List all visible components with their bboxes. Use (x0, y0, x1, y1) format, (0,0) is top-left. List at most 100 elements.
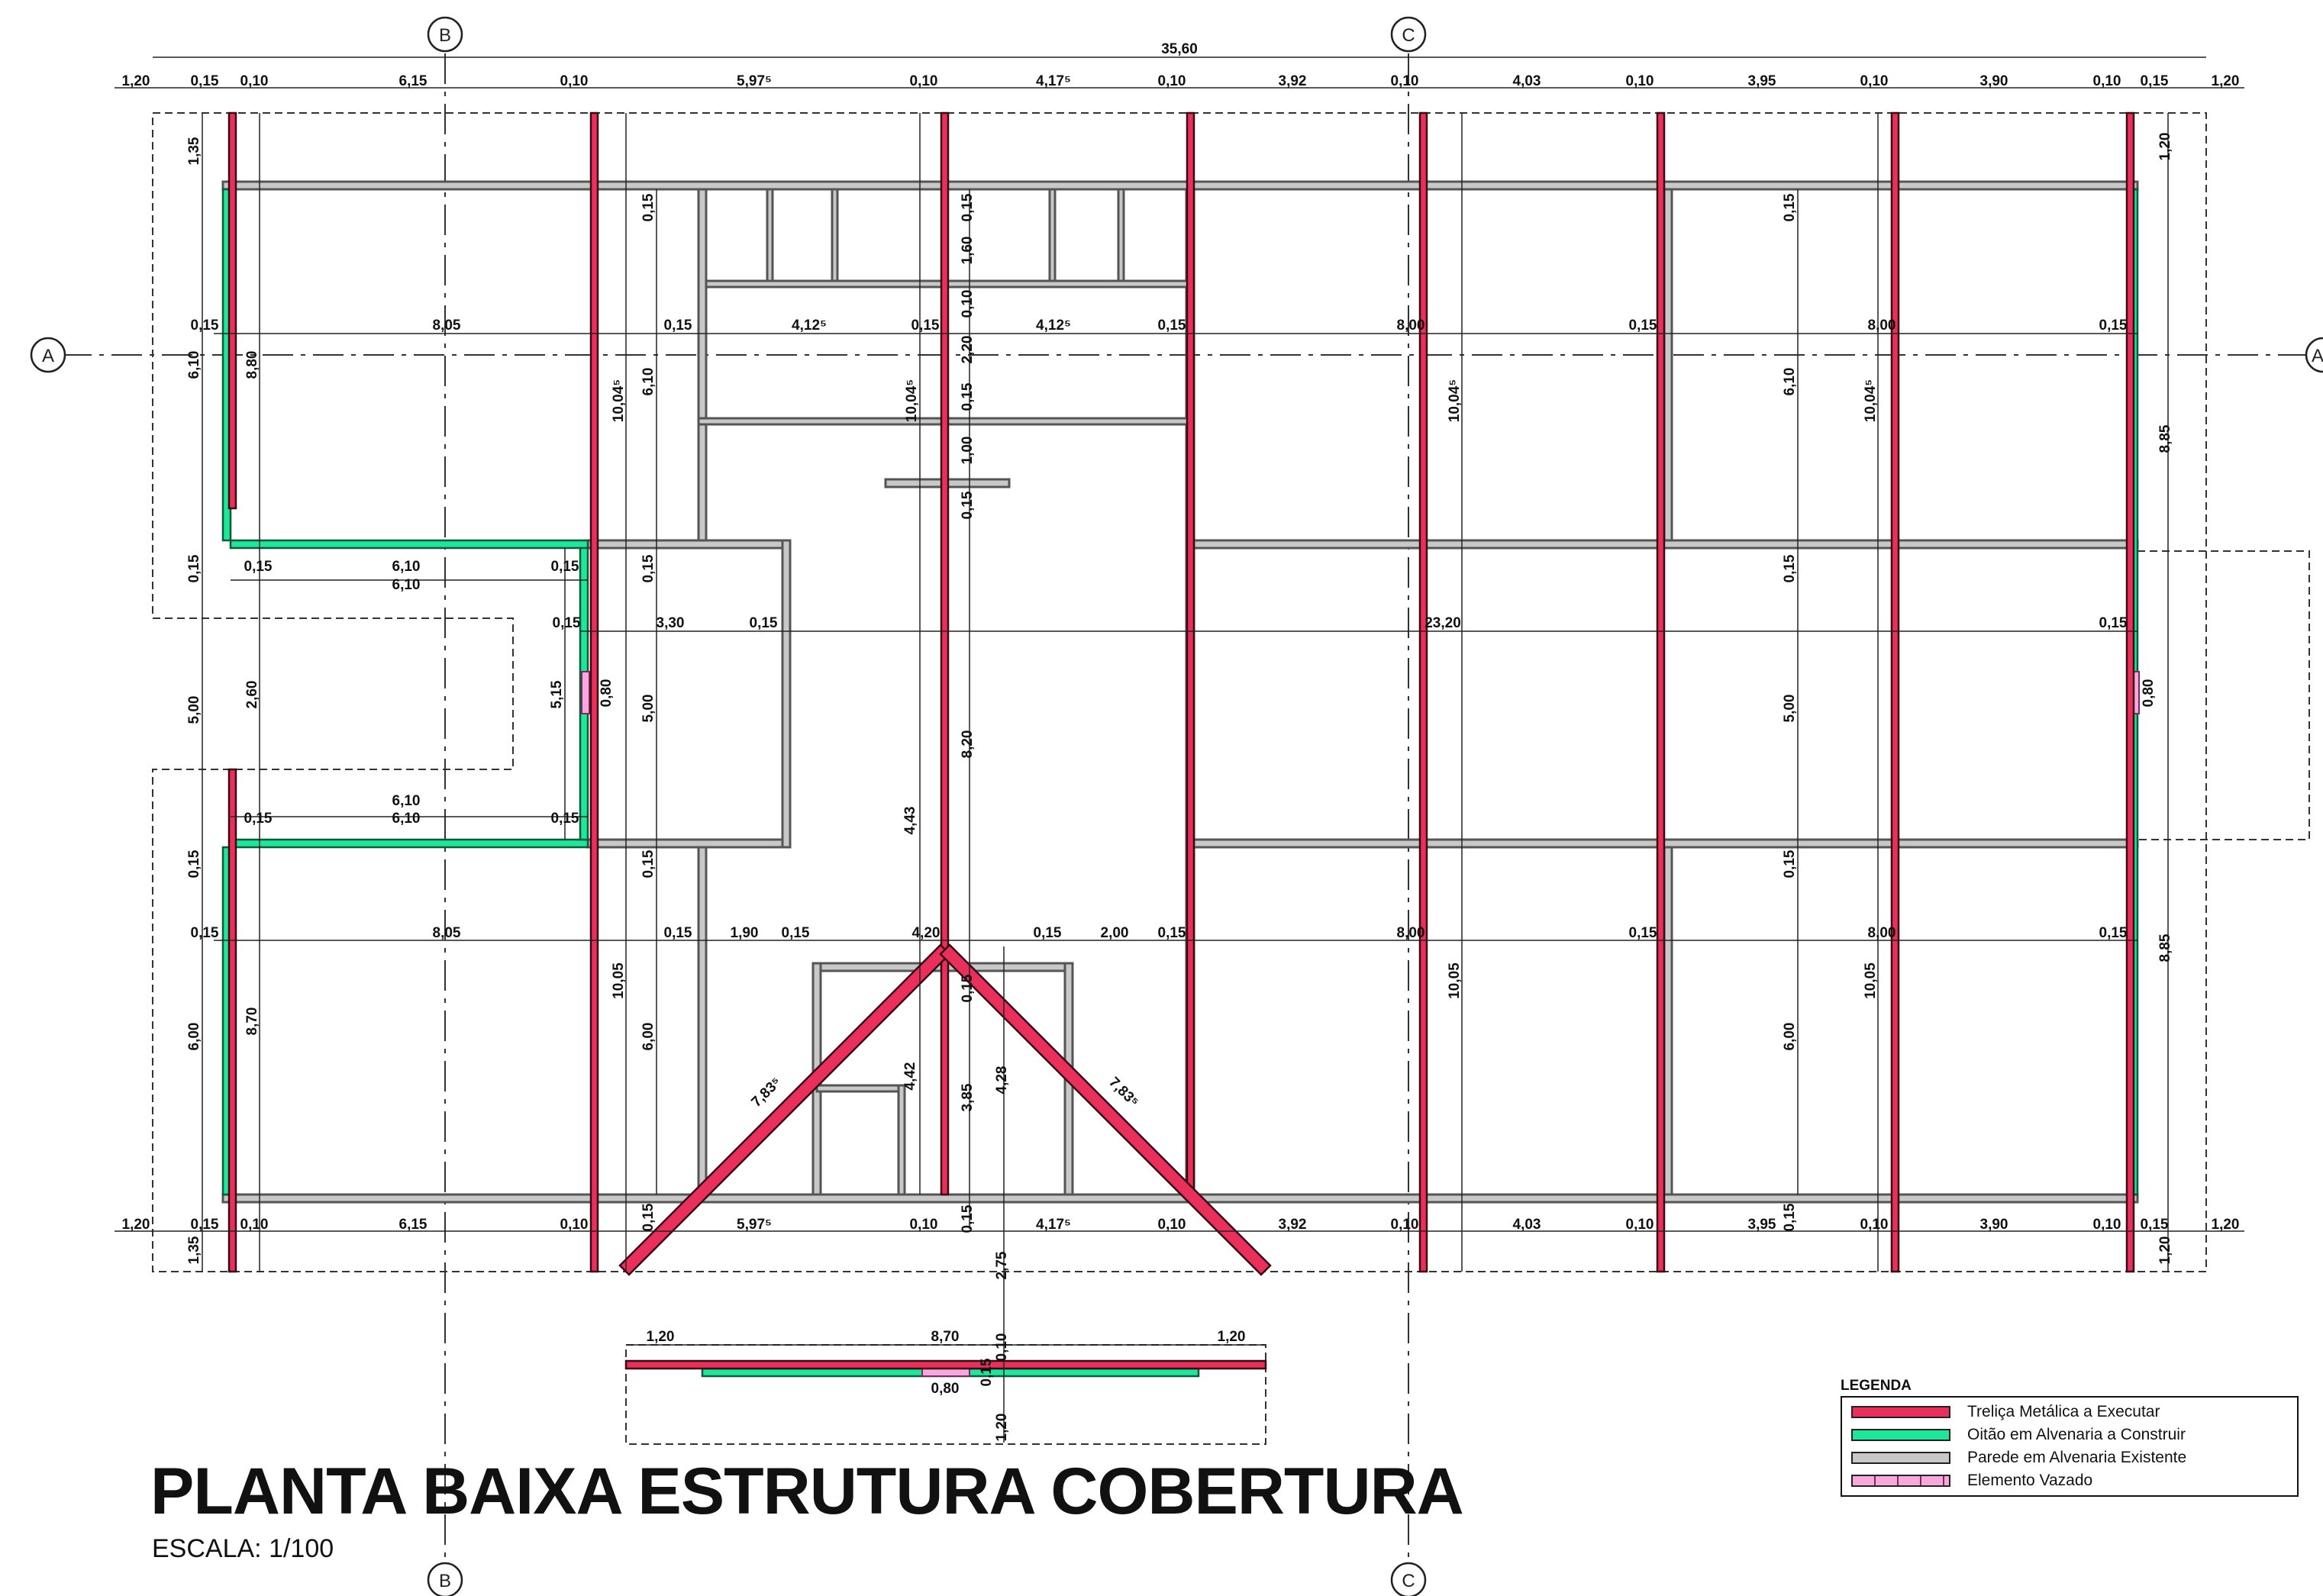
dim-label: 0,15 (960, 491, 976, 519)
grid-label-a-right: A (2312, 346, 2323, 366)
dim-label: 0,15 (640, 193, 657, 221)
grid-label-b-top: B (439, 25, 451, 46)
dim-label: 0,15 (2141, 1217, 2169, 1233)
dim-label: 0,10 (1626, 1217, 1654, 1233)
dim-label: 4,28 (994, 1066, 1010, 1095)
dim-label: 0,15 (186, 850, 202, 878)
dim-label: 3,90 (1980, 73, 2008, 89)
dim-label: 4,17⁵ (1036, 73, 1071, 89)
dim-label: 0,10 (2093, 73, 2121, 89)
dim-label: 10,05 (611, 962, 627, 999)
grid-bubble-a-right: A (2305, 337, 2323, 373)
dim-label: 0,15 (960, 974, 976, 1002)
dim-label: 0,15 (191, 73, 219, 89)
drawing-scale: ESCALA: 1/100 (152, 1534, 334, 1563)
dim-label: 1,20 (122, 73, 150, 89)
dim-label: 4,03 (1513, 73, 1541, 89)
grid-label-c-top: C (1402, 25, 1415, 46)
dim-label: 4,43 (902, 807, 918, 835)
dim-label: 8,00 (1868, 925, 1896, 941)
grid-bubble-a-left: A (30, 337, 66, 373)
dim-upper-row: 0,15 8,05 0,15 4,12⁵ 0,15 4,12⁵ 0,15 8,0… (191, 318, 2128, 334)
dim-label: 10,04⁵ (1863, 379, 1879, 422)
dim-label: 0,15 (1782, 193, 1798, 221)
dim-overall: 35,60 (1161, 41, 1198, 57)
dim-label: 5,00 (640, 695, 657, 723)
dim-label: 3,30 (657, 615, 685, 631)
dim-label: 1,20 (647, 1329, 675, 1345)
dim-label: 0,15 (2141, 73, 2169, 89)
dim-label: 0,15 (664, 318, 692, 334)
dim-label: 0,15 (750, 615, 778, 631)
legend: LEGENDA Treliça Metálica a Executar Oitã… (1841, 1378, 2299, 1497)
dim-label: 1,20 (994, 1414, 1010, 1442)
dim-label: 0,10 (1860, 73, 1889, 89)
dim-label: 8,85 (2157, 424, 2173, 453)
dim-bottom-row: 1,20 0,15 0,10 6,15 0,10 5,97⁵ 0,10 4,17… (122, 1217, 2240, 1233)
dim-label: 5,00 (1782, 695, 1798, 723)
dim-label: 3,92 (1279, 1217, 1307, 1233)
dim-label: 3,95 (1748, 1217, 1776, 1233)
dim-label: 0,15 (551, 559, 579, 575)
dim-label: 2,75 (994, 1251, 1010, 1279)
dim-label: 3,92 (1279, 73, 1307, 89)
dim-label: 5,97⁵ (737, 73, 772, 89)
dim-label: 0,15 (1158, 318, 1186, 334)
legend-item-wall: Parede em Alvenaria Existente (1842, 1446, 2297, 1469)
dim-label: 1,35 (186, 137, 202, 165)
legend-swatch-wall (1851, 1452, 1950, 1464)
dim-label: 1,20 (122, 1217, 150, 1233)
dim-label: 0,15 (1782, 1203, 1798, 1231)
dim-label: 6,10 (1782, 368, 1798, 396)
dim-label: 0,15 (244, 559, 273, 575)
dim-label: 3,90 (1980, 1217, 2008, 1233)
dim-verticals-left: 1,35 6,10 0,15 5,00 0,15 6,00 1,35 (186, 137, 202, 1264)
dim-label: 0,10 (560, 73, 589, 89)
dim-label: 8,00 (1397, 318, 1425, 334)
existing-walls (221, 180, 2139, 1204)
dimension-lines (115, 56, 2244, 1443)
dim-label: 0,10 (2093, 1217, 2121, 1233)
dim-label: 10,05 (1447, 962, 1463, 999)
dim-label: 0,80 (2141, 679, 2157, 708)
grid-bubble-b-top: B (427, 16, 463, 53)
dim-label: 0,15 (244, 811, 273, 827)
dim-label: 0,15 (1782, 554, 1798, 582)
dim-verticals-left2: 8,80 2,60 8,70 (244, 351, 260, 1036)
dim-label: 6,10 (640, 368, 657, 396)
legend-item-gable: Oitão em Alvenaria a Construir (1842, 1424, 2297, 1446)
dim-label: 0,10 (910, 1217, 938, 1233)
dim-label: 6,00 (186, 1023, 202, 1051)
dim-label: 0,15 (2099, 318, 2128, 334)
dim-label: 8,05 (433, 318, 461, 334)
dim-label: 4,12⁵ (792, 318, 827, 334)
dim-label: 0,10 (240, 1217, 269, 1233)
dim-label: 8,20 (960, 730, 976, 759)
dim-label: 6,10 (392, 577, 421, 593)
dim-label: 0,10 (1391, 73, 1419, 89)
dim-label: 10,05 (1863, 962, 1879, 999)
legend-box: Treliça Metálica a Executar Oitão em Alv… (1841, 1396, 2299, 1497)
dim-label: 6,10 (392, 793, 421, 809)
grid-bubble-b-bottom: B (427, 1562, 463, 1596)
dim-label: 0,10 (910, 73, 938, 89)
dim-label: 8,85 (2157, 933, 2173, 962)
dim-label: 5,97⁵ (737, 1217, 772, 1233)
dim-label: 0,15 (191, 318, 219, 334)
metal-trusses (227, 111, 2135, 1370)
dim-label: 6,15 (399, 1217, 427, 1233)
dimension-labels: 35,60 1,20 0,15 0,10 6,15 0,10 5,97⁵ 0,1… (122, 41, 2240, 1441)
grid-label-b-bottom: B (439, 1571, 451, 1591)
dim-label: 0,15 (960, 1204, 976, 1233)
dim-label: 1,20 (2157, 133, 2173, 161)
dim-mid-row: 0,15 3,30 0,15 23,20 0,15 (553, 615, 2128, 631)
dim-verticals-right: 1,20 8,85 8,85 1,20 (2157, 133, 2173, 1265)
dim-label: 0,10 (1626, 73, 1654, 89)
dim-label: 0,15 (1782, 850, 1798, 878)
dim-label: 6,10 (392, 811, 421, 827)
dim-label: 4,12⁵ (1036, 318, 1071, 334)
dim-label: 5,15 (549, 680, 565, 708)
dim-annex-bottom: 6,10 0,15 6,10 0,15 (244, 793, 579, 827)
dim-label: 0,80 (931, 1381, 960, 1397)
dim-label: 8,05 (433, 925, 461, 941)
